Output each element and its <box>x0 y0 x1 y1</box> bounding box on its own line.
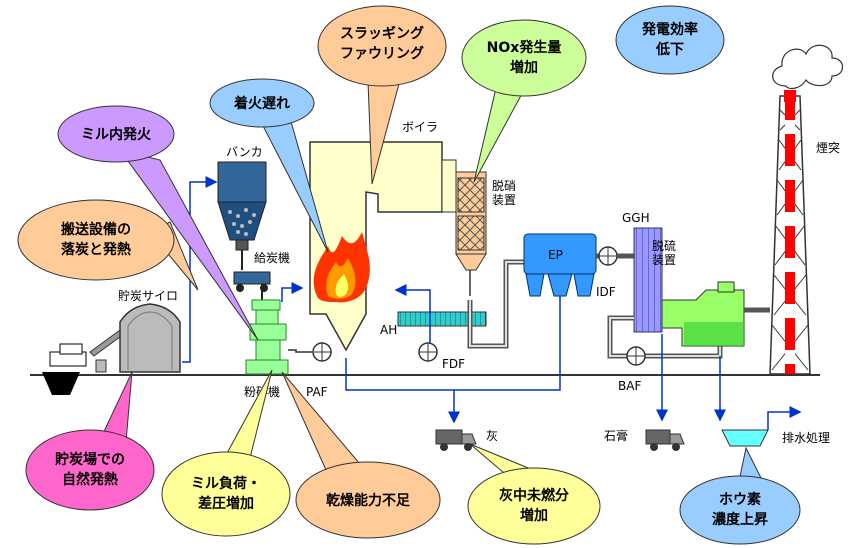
ep-label: EP <box>548 248 563 262</box>
bubble-unburned-text-1: 灰中未燃分 <box>499 487 569 504</box>
flue-gas-duct-inner <box>469 261 524 347</box>
air-heater <box>397 311 487 327</box>
bubble-coal-yard-text-1: 貯炭場での <box>55 451 125 468</box>
gypsum-label: 石膏 <box>604 428 628 443</box>
bubble-unburned <box>467 443 601 545</box>
electrostatic-precipitator <box>523 233 597 297</box>
bubble-nox-text-2: 増加 <box>510 59 538 76</box>
desulfurization-label: 脱硫 <box>652 238 676 253</box>
denitrification-label-2: 装置 <box>492 193 516 207</box>
bubble-nox-text-1: NOx発生量 <box>487 39 562 56</box>
pulverized-coal-line <box>281 282 304 302</box>
bubble-mill-fire-text: ミル内発火 <box>81 126 152 143</box>
coal-silo <box>119 303 181 373</box>
bubble-slagging-text-2: ファウリング <box>340 45 424 62</box>
bubble-drying-text: 乾燥能力不足 <box>326 492 411 509</box>
bubble-mill-fire <box>57 105 259 341</box>
stack-label: 煙突 <box>816 140 840 155</box>
bubble-ignition-delay <box>209 78 329 253</box>
paf-air-line <box>288 349 312 353</box>
bunker-label: バンカ <box>226 145 263 159</box>
ash-line <box>345 296 561 391</box>
bubble-coal-yard-text-2: 自然発熱 <box>62 471 118 488</box>
idf-label: IDF <box>596 285 616 299</box>
pulverizer <box>245 299 289 375</box>
bubble-mill-load-text-2: 差圧増加 <box>198 495 254 512</box>
baf-fan-icon <box>626 346 646 366</box>
bubble-coal-yard <box>25 371 155 511</box>
coal-silo-label: 貯炭サイロ <box>118 289 178 303</box>
bubble-efficiency-text-2: 低下 <box>655 41 684 58</box>
ash-label: 灰 <box>486 429 498 443</box>
bubble-efficiency <box>615 5 725 75</box>
bubble-mill-load-text-1: ミル負荷・ <box>191 475 261 492</box>
coal-bunker <box>217 161 267 270</box>
bubble-boron-text-2: 濃度上昇 <box>712 511 768 528</box>
coal-feeder <box>233 271 271 300</box>
paf-fan-icon <box>312 342 332 362</box>
bubble-ignition-delay-text: 着火遅れ <box>233 95 290 112</box>
gas-gas-heater <box>633 227 663 333</box>
desulfurization-unit <box>661 281 745 347</box>
bubble-conveyor-text-2: 落炭と発熱 <box>61 241 131 258</box>
coal-feeder-label: 給炭機 <box>254 250 290 265</box>
bubble-unburned-text-2: 増加 <box>520 507 548 524</box>
desulf-duct-inner <box>609 317 721 357</box>
wastewater-out-line <box>767 406 802 430</box>
wastewater-tank <box>721 429 769 447</box>
desulfurization-label-2: 装置 <box>652 253 676 267</box>
bubble-mill-load <box>161 369 291 537</box>
bubble-conveyor <box>17 199 199 291</box>
flue-gas-duct <box>467 259 524 349</box>
bubble-boron <box>679 446 801 545</box>
fdf-fan-icon <box>418 342 438 362</box>
denitrification-label: 脱硝 <box>492 178 516 193</box>
bubble-nox <box>461 19 587 183</box>
paf-label: PAF <box>306 385 328 399</box>
bubble-boron-text-1: ホウ素 <box>719 491 761 508</box>
boiler-label: ボイラ <box>402 120 438 134</box>
ggh-label: GGH <box>622 211 650 225</box>
bubble-conveyor-text-1: 搬送設備の <box>61 221 131 238</box>
wastewater-label: 排水処理 <box>782 431 830 445</box>
chimney-stack <box>769 90 811 375</box>
bubble-efficiency-text-1: 発電効率 <box>641 21 698 38</box>
fdf-air-line <box>394 284 431 345</box>
ash-truck-icon <box>435 429 477 451</box>
gypsum-truck-icon <box>645 429 685 451</box>
bubble-slagging <box>317 5 447 185</box>
denitrification-unit <box>455 171 487 296</box>
air-heater-label: AH <box>380 323 397 337</box>
smoke-cloud-icon <box>772 44 844 90</box>
fdf-label: FDF <box>442 357 465 371</box>
idf-fan-icon <box>598 246 618 266</box>
bubble-slagging-text-1: スラッギング <box>340 25 424 42</box>
baf-label: BAF <box>618 379 641 393</box>
bubble-drying <box>281 371 441 539</box>
coal-unloader <box>42 329 125 395</box>
